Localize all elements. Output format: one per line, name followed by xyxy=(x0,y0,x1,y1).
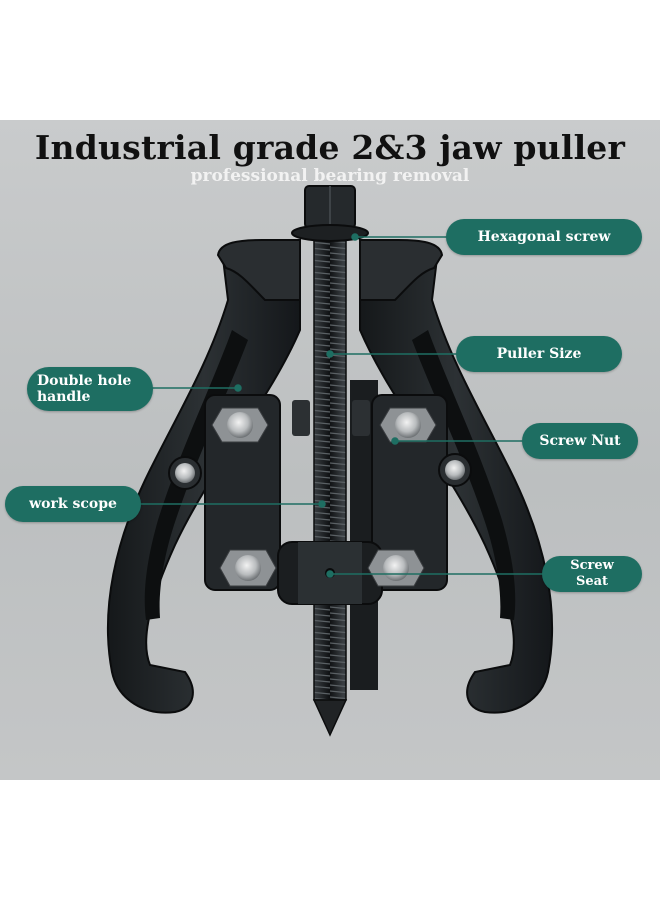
left-arm xyxy=(106,249,301,714)
callout-double-hole-handle: Double hole handle xyxy=(27,367,153,411)
callout-puller-size: Puller Size xyxy=(456,336,622,372)
callout-hexagonal-screw: Hexagonal screw xyxy=(446,219,642,255)
callout-work-scope: work scope xyxy=(5,486,141,522)
callout-screw-seat: Screw Seat xyxy=(542,556,642,592)
bolt-lower-right xyxy=(367,549,425,587)
main-screw xyxy=(313,229,347,701)
left-plate xyxy=(204,394,281,591)
bolt-upper-left xyxy=(211,407,269,443)
callout-screw-nut: Screw Nut xyxy=(522,423,638,459)
sub-headline: professional bearing removal xyxy=(190,166,470,186)
headline: Industrial grade 2&3 jaw puller xyxy=(34,128,626,167)
bolt-left-arm xyxy=(168,456,202,490)
bolt-upper-right xyxy=(379,407,437,443)
bolt-lower-left xyxy=(219,549,277,587)
right-plate xyxy=(371,394,448,591)
bolt-right-arm xyxy=(438,453,472,487)
